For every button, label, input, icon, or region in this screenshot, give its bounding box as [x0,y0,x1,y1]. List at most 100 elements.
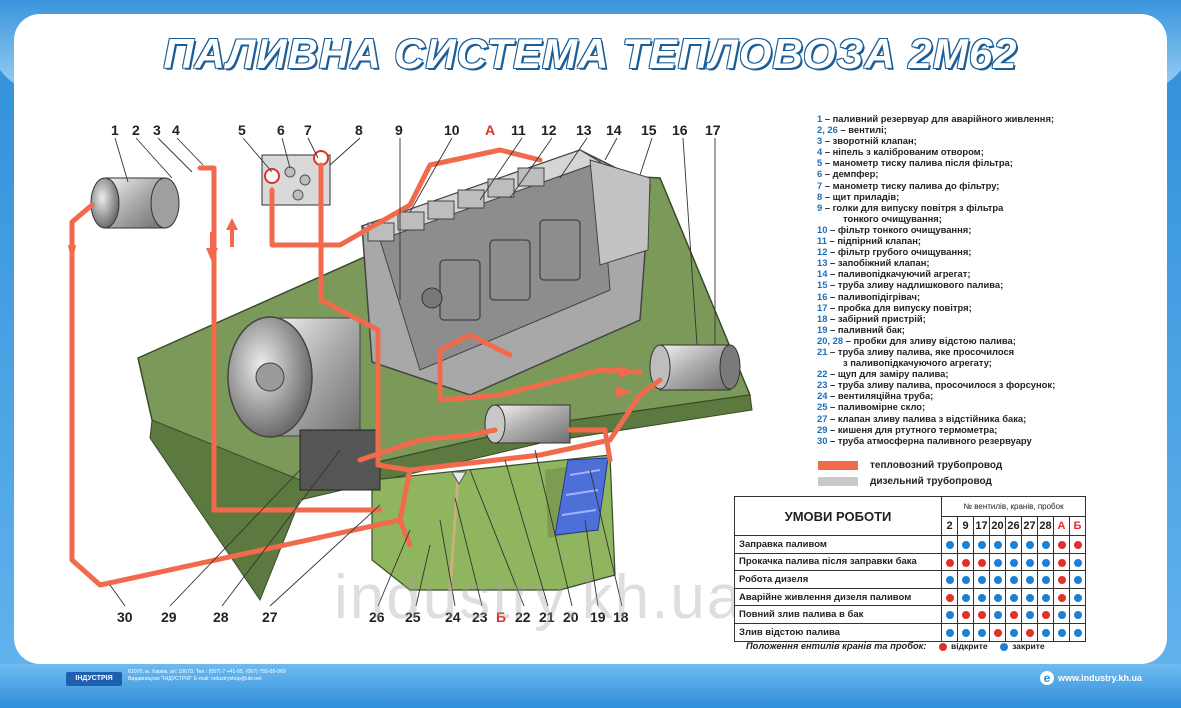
open-dot [977,611,986,620]
valve-state-cell [1053,587,1070,607]
legend-item: 16 – паливопідігрівач; [817,290,921,302]
legend-item: 21 – труба зливу палива, яке просочилося [817,345,1015,357]
open-dot [1041,611,1050,620]
valve-state-cell [1005,622,1022,642]
callout-4: 4 [172,122,180,138]
pipe-legend-diesel: дизельний трубопровод [818,476,992,487]
closed-dot [1009,558,1018,567]
callout-1: 1 [111,122,119,138]
valve-state-cell [957,605,974,624]
callout-10: 10 [444,122,460,138]
operating-conditions-table: УМОВИ РОБОТИ № вентилів, кранів, пробок … [734,495,1086,642]
column-header: 17 [973,516,990,536]
fuel-system-diagram: 1 2 3 4 5 6 7 8 9 10 А 11 12 13 14 15 16… [68,122,753,625]
closed-dot [1073,628,1082,637]
table-row: Робота дизеля [734,570,1086,589]
column-header: 27 [1021,516,1038,536]
callout-19: 19 [590,609,606,625]
closed-dot [1041,540,1050,549]
callout-27: 27 [262,609,278,625]
valve-state-cell [989,570,1006,589]
diesel-pipe-swatch [818,476,858,486]
row-label: Заправка паливом [734,535,942,554]
valve-state-cell [1005,552,1022,572]
callout-17: 17 [705,122,721,138]
valve-state-cell [941,605,958,624]
open-dot [961,611,970,620]
callout-12: 12 [541,122,557,138]
closed-dot [961,540,970,549]
footer-bar [0,664,1181,708]
closed-dot [1057,628,1066,637]
open-dot [1073,540,1082,549]
closed-dot [993,593,1002,602]
legend-item: 1 – паливний резервуар для аварійного жи… [817,113,1055,124]
valve-state-cell [1037,587,1054,607]
valve-state-cell [989,605,1006,624]
closed-dot [977,628,986,637]
fuel-intake-18 [554,457,609,536]
legend-item: 9 – голки для випуску повітря з фільтра [817,201,1004,213]
valve-state-cell [1069,535,1086,554]
valve-state-cell [1053,552,1070,572]
publisher-logo: ІНДУСТРІЯ [66,672,122,686]
website-link[interactable]: www.industry.kh.ua [1058,673,1143,683]
row-label: Аварійне живлення дизеля паливом [734,587,942,607]
open-dot [1057,540,1066,549]
closed-dot [1041,628,1050,637]
valve-state-cell [941,535,958,554]
dipstick-22 [448,471,467,591]
legend-item: 2, 26 – вентилі; [817,124,887,136]
valve-state-cell [941,587,958,607]
valve-state-cell [1053,622,1070,642]
callout-30: 30 [117,609,133,625]
closed-dot [977,576,986,585]
callout-28: 28 [213,609,229,625]
closed-dot [961,593,970,602]
column-header: Б [1069,516,1086,536]
valve-state-cell [1005,535,1022,554]
valve-state-cell [1021,622,1038,642]
table-row: Аварійне живлення дизеля паливом [734,587,1086,607]
valve-state-cell [957,622,974,642]
closed-dot [1009,593,1018,602]
open-dot [1057,558,1066,567]
closed-dot [1073,576,1082,585]
closed-dot [1073,611,1082,620]
valve-state-cell [1005,605,1022,624]
legend-item: 22 – щуп для заміру палива; [817,368,949,380]
valve-state-cell [1037,570,1054,589]
legend-item: 8 – щит приладів; [817,190,900,202]
valve-state-cell [1021,535,1038,554]
page-title: ПАЛИВНА СИСТЕМА ТЕПЛОВОЗА 2М62 [163,30,1018,77]
fuel-pump-14 [484,404,571,444]
open-dot [993,628,1002,637]
legend-item: 17 – пробка для випуску повітря; [817,301,972,313]
legend-item: 15 – труба зливу надлишкового палива; [817,279,1004,291]
table-row: Злив відстою палива [734,622,1086,642]
callout-8: 8 [355,122,363,138]
closed-dot [1025,593,1034,602]
legend-item: 5 – манометр тиску палива після фільтра; [817,157,1013,169]
legend-item: 24 – вентиляційна труба; [817,390,934,402]
legend-item: 27 – клапан зливу палива з відстійника б… [817,412,1027,424]
valve-state-cell [957,535,974,554]
callout-3: 3 [153,122,161,138]
callout-13: 13 [576,122,592,138]
legend-item: 3 – зворотній клапан; [817,135,917,147]
callout-25: 25 [405,609,421,625]
row-label: Злив відстою палива [734,622,942,642]
valve-state-cell [989,552,1006,572]
column-header: 28 [1037,516,1054,536]
valve-state-cell [957,570,974,589]
legend-item: 11 – підпірний клапан; [817,235,921,247]
table-row: Заправка паливом [734,535,1086,554]
leader-lines [109,137,716,607]
callout-2: 2 [132,122,140,138]
closed-dot [1009,540,1018,549]
valve-state-cell [1053,570,1070,589]
valve-state-cell [1005,587,1022,607]
valve-state-cell [973,587,990,607]
closed-dot [1009,628,1018,637]
